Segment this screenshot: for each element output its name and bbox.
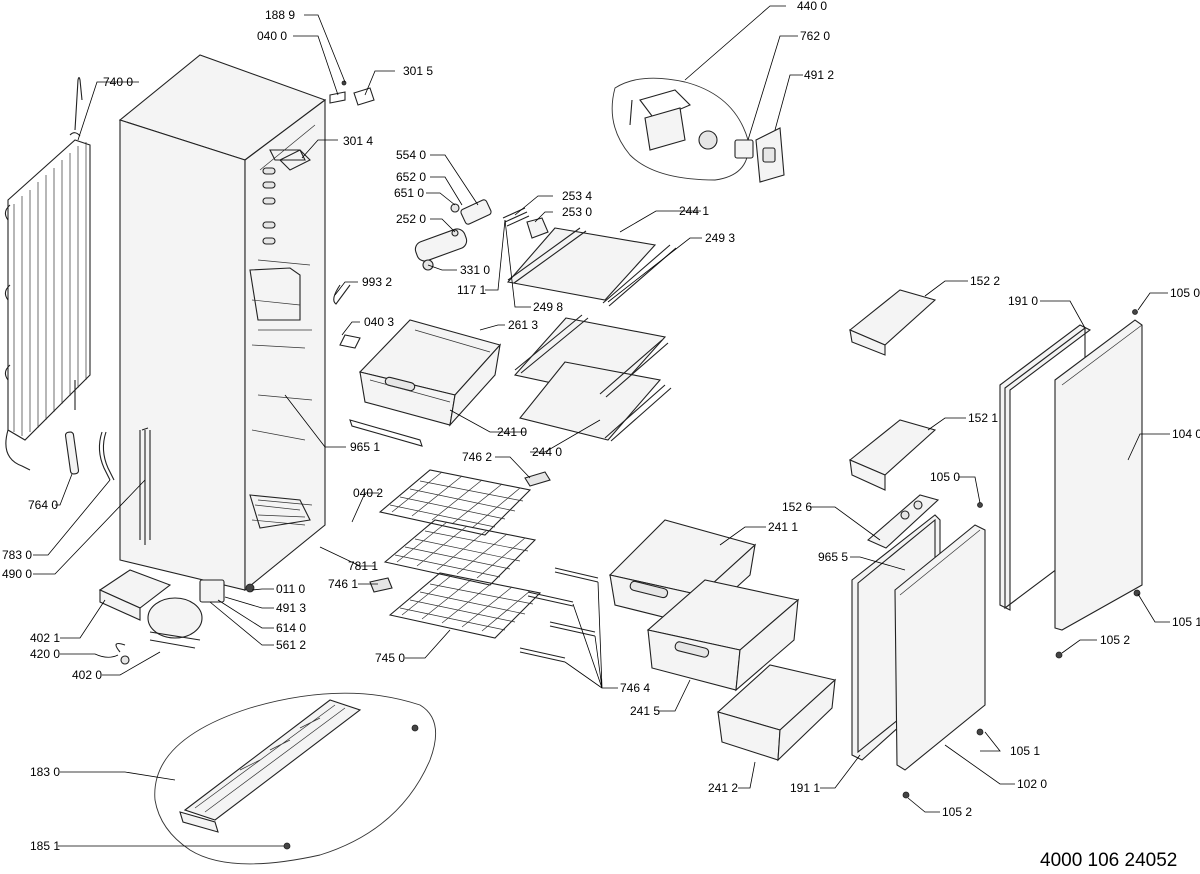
label-241-1: 241 1 (768, 520, 798, 534)
leader-lines (33, 5, 1170, 847)
label-740-0: 740 0 (103, 75, 133, 89)
label-249-8: 249 8 (533, 300, 563, 314)
label-965-1: 965 1 (350, 440, 380, 454)
glass-shelves-drawing (506, 227, 677, 442)
label-249-3: 249 3 (705, 231, 735, 245)
bottom-plinth-drawing (154, 692, 437, 865)
label-764-0: 764 0 (28, 498, 58, 512)
label-301-4: 301 4 (343, 134, 373, 148)
label-651-0: 651 0 (394, 186, 424, 200)
label-652-0: 652 0 (396, 170, 426, 184)
part-labels: 188 9 040 0 301 5 740 0 301 4 554 0 652 … (2, 0, 1200, 853)
label-102-0: 102 0 (1017, 777, 1047, 791)
label-491-2: 491 2 (804, 68, 834, 82)
label-244-0: 244 0 (532, 445, 562, 459)
freezer-drawers-drawing (608, 519, 837, 762)
label-253-4: 253 4 (562, 189, 592, 203)
label-040-0: 040 0 (257, 29, 287, 43)
label-117-1: 117 1 (457, 283, 486, 297)
label-241-0: 241 0 (497, 425, 527, 439)
label-746-4: 746 4 (620, 681, 650, 695)
label-420-0: 420 0 (30, 647, 60, 661)
label-402-0: 402 0 (72, 668, 102, 682)
condenser-coil-drawing (4, 76, 91, 471)
label-244-1: 244 1 (679, 204, 709, 218)
label-105-0-top: 105 0 (1170, 286, 1200, 300)
label-105-2-top: 105 2 (1100, 633, 1130, 647)
label-183-0: 183 0 (30, 765, 60, 779)
label-011-0: 011 0 (276, 582, 305, 596)
label-252-0: 252 0 (396, 212, 426, 226)
cabinet-drawing (118, 54, 327, 593)
label-241-2: 241 2 (708, 781, 738, 795)
label-746-1: 746 1 (328, 577, 358, 591)
label-745-0: 745 0 (375, 651, 405, 665)
label-185-1: 185 1 (30, 839, 60, 853)
freezer-wire-shelves-drawing (369, 469, 551, 639)
label-440-0: 440 0 (797, 0, 827, 13)
doors-drawing (851, 319, 1143, 771)
label-253-0: 253 0 (562, 205, 592, 219)
label-746-2: 746 2 (462, 450, 492, 464)
door-bins-drawing (848, 289, 940, 549)
label-614-0: 614 0 (276, 621, 306, 635)
document-number: 4000 106 24052 (1040, 850, 1177, 871)
label-402-1: 402 1 (30, 631, 60, 645)
label-152-2: 152 2 (970, 274, 1000, 288)
label-105-0: 105 0 (930, 470, 960, 484)
label-152-1: 152 1 (968, 411, 998, 425)
label-301-5: 301 5 (403, 64, 433, 78)
fan-assembly-drawing (611, 77, 785, 183)
label-105-1: 105 1 (1010, 744, 1040, 758)
label-191-0: 191 0 (1008, 294, 1038, 308)
label-781-1: 781 1 (348, 559, 378, 573)
label-104-0: 104 0 (1172, 427, 1200, 441)
label-491-3: 491 3 (276, 601, 306, 615)
crisper-box-drawing (339, 319, 502, 447)
label-040-3: 040 3 (364, 315, 394, 329)
label-762-0: 762 0 (800, 29, 830, 43)
thermostat-group-drawing (333, 199, 549, 305)
label-105-1-top: 105 1 (1172, 615, 1200, 629)
label-561-2: 561 2 (276, 638, 306, 652)
label-331-0: 331 0 (460, 263, 490, 277)
label-191-1: 191 1 (790, 781, 820, 795)
label-993-2: 993 2 (362, 275, 392, 289)
label-152-6: 152 6 (782, 500, 812, 514)
label-040-2: 040 2 (353, 486, 383, 500)
label-490-0: 490 0 (2, 567, 32, 581)
label-261-3: 261 3 (508, 318, 538, 332)
label-965-5: 965 5 (818, 550, 848, 564)
filter-drier-drawing (64, 431, 115, 481)
label-241-5: 241 5 (630, 704, 660, 718)
label-783-0: 783 0 (2, 548, 32, 562)
label-188-9: 188 9 (265, 8, 295, 22)
compressor-drawing (98, 569, 225, 665)
label-554-0: 554 0 (396, 148, 426, 162)
top-hinge-drawing (279, 80, 375, 171)
label-105-2: 105 2 (942, 805, 972, 819)
drawer-rails-drawing (519, 567, 599, 663)
